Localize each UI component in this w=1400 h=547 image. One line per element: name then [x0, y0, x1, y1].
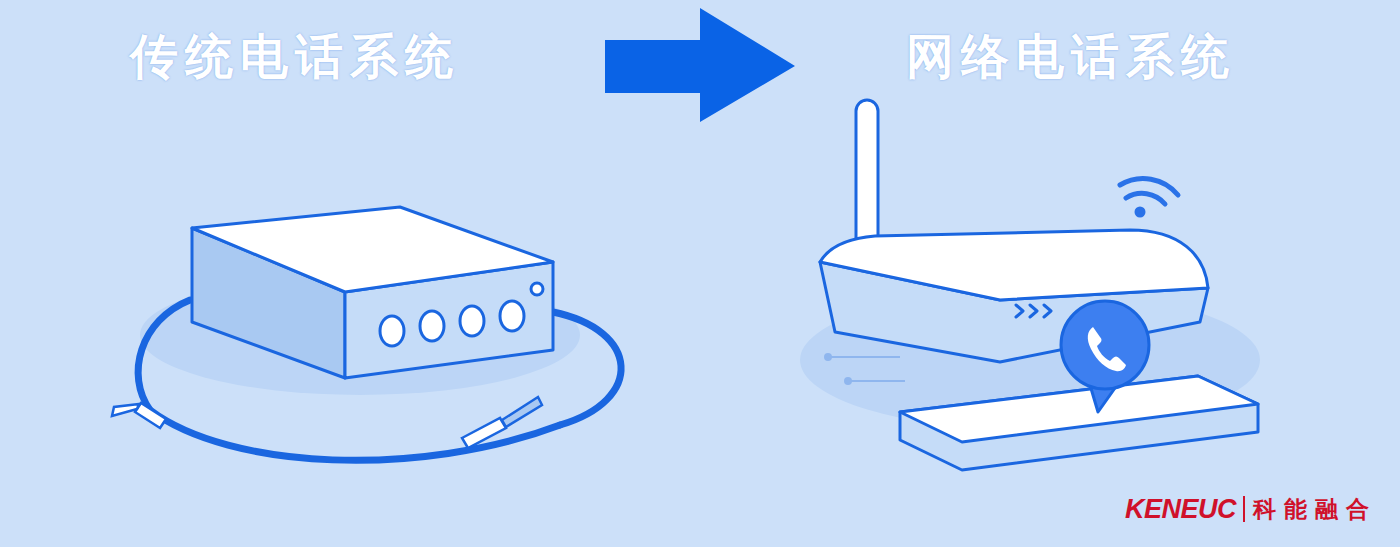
phone-exchange-box [192, 207, 553, 378]
brand-name: KENEUC [1125, 495, 1236, 525]
brand-separator [1243, 496, 1245, 522]
wifi-icon [1120, 179, 1178, 215]
phone-screen [900, 376, 1258, 442]
wifi-dot [1137, 209, 1143, 215]
indicator [531, 283, 543, 295]
phone-body [900, 376, 1258, 470]
system-heading: 传统电话系统 [130, 30, 460, 83]
port [500, 301, 524, 331]
cable [138, 300, 190, 410]
phone-glyph [1088, 327, 1126, 371]
wifi-arc [1126, 193, 1165, 204]
call-bubble [1061, 301, 1149, 412]
router-top [820, 230, 1208, 300]
transition-arrow [605, 8, 795, 122]
port [460, 306, 484, 336]
signal-dot [845, 378, 851, 384]
signal-dot [825, 354, 831, 360]
bubble [1061, 301, 1149, 389]
port [380, 316, 404, 346]
plug-tip [502, 397, 542, 427]
plug-body [462, 418, 506, 448]
signal-line [848, 380, 905, 382]
plug-body [135, 403, 166, 428]
box-top [192, 207, 553, 292]
signal-chevrons [1016, 305, 1051, 317]
signal-line [828, 356, 900, 358]
plug [462, 397, 542, 448]
plug-tip [112, 404, 139, 416]
smartphone [900, 376, 1258, 470]
signal-lines [825, 354, 905, 384]
system-heading: 网络电话系统 [906, 30, 1236, 83]
brand-name-cn: 科能融合 [1253, 497, 1377, 522]
port [420, 311, 444, 341]
plug [112, 403, 166, 428]
cable [150, 410, 560, 460]
cable [553, 312, 621, 425]
